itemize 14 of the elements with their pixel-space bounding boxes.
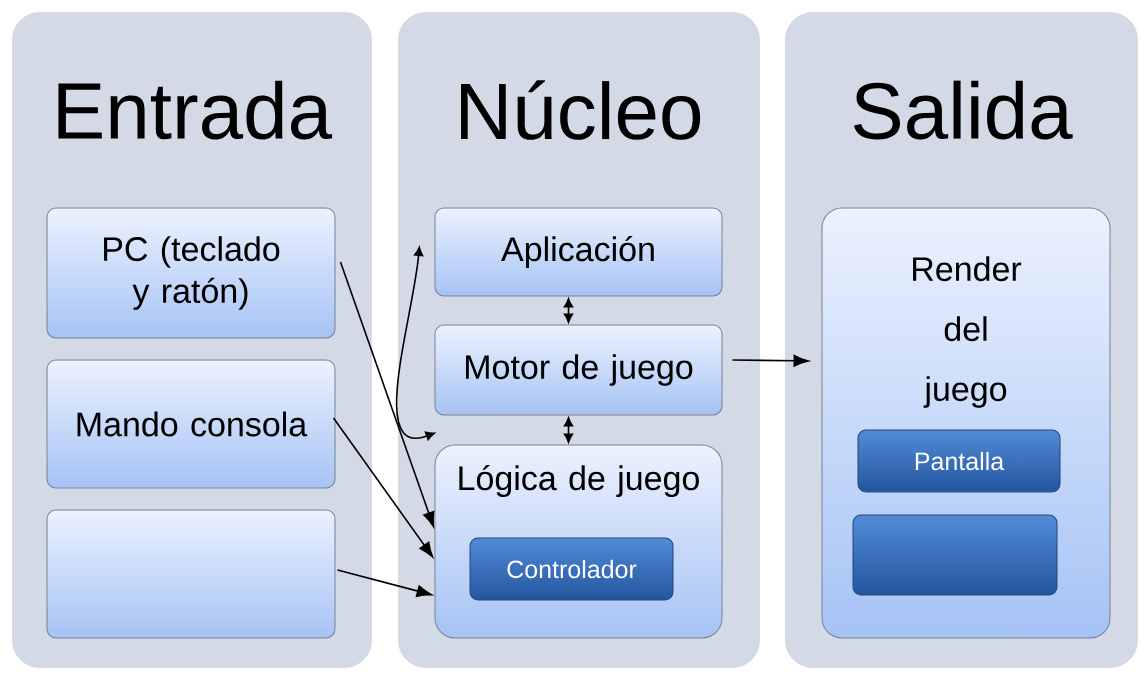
button-box: Pantalla [857, 429, 1061, 493]
arrow [332, 417, 434, 558]
process-box: Mando consola [46, 359, 336, 489]
arrow [395, 246, 435, 441]
process-box: PC (teclado y ratón) [46, 207, 336, 339]
button-box [852, 514, 1058, 596]
arrow [563, 298, 574, 323]
process-box: Aplicación [434, 207, 723, 297]
arrow [563, 417, 574, 443]
button-box: Controlador [469, 537, 674, 601]
process-box [46, 509, 336, 639]
arrow [731, 354, 809, 367]
process-box: Motor de juego [434, 324, 723, 416]
arrow [339, 261, 435, 528]
